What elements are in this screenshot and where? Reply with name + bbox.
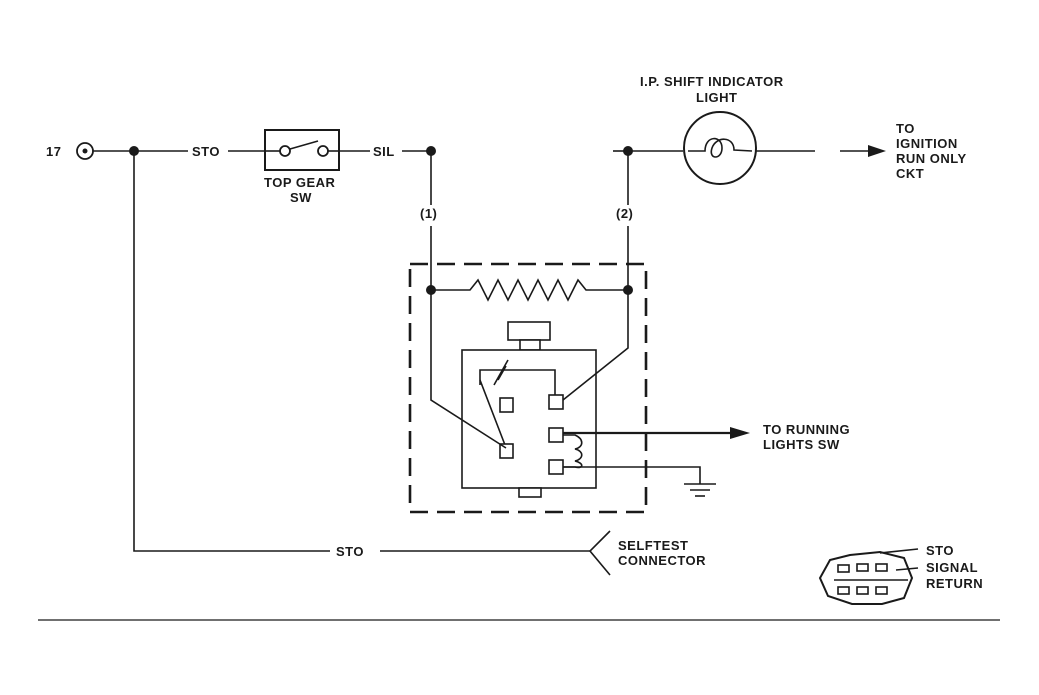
shift-indicator-lamp	[683, 111, 757, 185]
running-lights-arrow-icon	[730, 427, 750, 439]
conn-return-label: RETURN	[926, 576, 983, 591]
top-gear-switch	[264, 129, 340, 171]
sil-label: SIL	[373, 144, 395, 159]
sto-bottom-label: STO	[336, 544, 364, 559]
relay	[461, 321, 597, 498]
selftest-connector-icon	[588, 530, 611, 576]
wire-ground	[563, 466, 701, 484]
pin-label: 17	[46, 144, 61, 159]
top-gear-sw-label: SW	[290, 190, 312, 205]
ignition-arrow-icon	[868, 145, 886, 157]
ignition-label-3: RUN ONLY	[896, 151, 967, 166]
wire-sto-bottom-left	[133, 151, 330, 552]
running-label-1: TO RUNNING	[763, 422, 850, 437]
resistor	[431, 278, 628, 302]
sto-top-label: STO	[192, 144, 220, 159]
selftest-label-1: SELFTEST	[618, 538, 688, 553]
lamp-label-1: I.P. SHIFT INDICATOR	[640, 74, 784, 89]
ground-icon	[684, 483, 716, 497]
ignition-label-4: CKT	[896, 166, 924, 181]
lamp-label-2: LIGHT	[696, 90, 738, 105]
selftest-label-2: CONNECTOR	[618, 553, 706, 568]
terminal-17	[76, 142, 94, 160]
conn-sto-label: STO	[926, 543, 954, 558]
wire-term1-internal	[430, 290, 507, 449]
conn-signal-label: SIGNAL	[926, 560, 978, 575]
top-gear-label: TOP GEAR	[264, 175, 336, 190]
term1-label: (1)	[420, 206, 437, 221]
ignition-label-1: TO	[896, 121, 915, 136]
running-label-2: LIGHTS SW	[763, 437, 840, 452]
module-enclosure	[408, 262, 648, 514]
term2-label: (2)	[616, 206, 633, 221]
connector-icon	[818, 548, 919, 605]
wire-term2-internal	[562, 290, 629, 401]
ignition-label-2: IGNITION	[896, 136, 958, 151]
